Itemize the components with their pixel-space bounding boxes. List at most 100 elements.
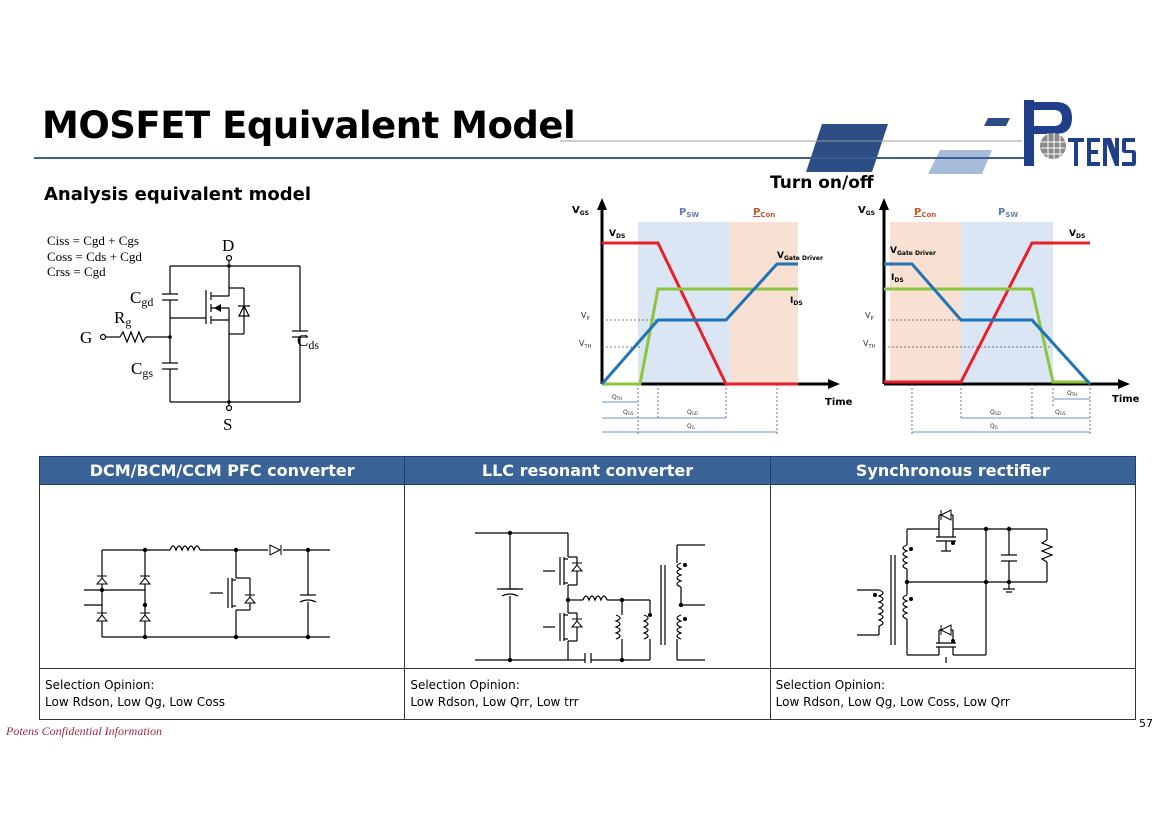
header-decoration bbox=[560, 118, 1022, 174]
qth-label-off: Q bbox=[1067, 390, 1072, 397]
vgate-label: V bbox=[777, 251, 784, 261]
region-psw-off bbox=[961, 222, 1053, 384]
vth-sub: TH bbox=[583, 344, 591, 350]
region-psw-sub: SW bbox=[686, 211, 699, 219]
region-psw-label: P bbox=[679, 207, 686, 218]
llc-converter-schematic bbox=[475, 530, 706, 667]
label-rg: R bbox=[114, 308, 126, 327]
vp-label: V bbox=[581, 311, 587, 320]
sr-opinion-label: Selection Opinion: bbox=[775, 678, 886, 692]
region-psw-label-off: P bbox=[998, 207, 1005, 218]
label-gate: G bbox=[80, 328, 92, 347]
vds-label: V bbox=[609, 229, 616, 239]
vth-label-off: V bbox=[863, 339, 869, 348]
header-pfc: DCM/BCM/CCM PFC converter bbox=[38, 456, 406, 485]
qth-label: Q bbox=[612, 394, 617, 401]
pfc-schematic-cell bbox=[38, 484, 406, 669]
synchronous-rectifier-schematic bbox=[856, 509, 1054, 668]
llc-opinion-cell: Selection Opinion: Low Rdson, Low Qrr, L… bbox=[404, 668, 771, 720]
svg-text:PSW: PSW bbox=[679, 207, 699, 219]
svg-text:VDS: VDS bbox=[1069, 229, 1085, 240]
svg-text:VGate Driver: VGate Driver bbox=[890, 246, 936, 257]
svg-text:IDS: IDS bbox=[790, 296, 803, 307]
svg-text:Cgd: Cgd bbox=[130, 288, 153, 309]
section-subheading: Analysis equivalent model bbox=[44, 184, 312, 205]
sr-opinion-text: Low Rdson, Low Qg, Low Coss, Low Qrr bbox=[775, 695, 1010, 709]
svg-text:QG: QG bbox=[990, 423, 998, 430]
axis-vgs-label-off: V bbox=[858, 205, 866, 216]
qgs-sub-off: GS bbox=[1060, 411, 1066, 416]
page-title: MOSFET Equivalent Model bbox=[42, 104, 576, 147]
svg-text:VDS: VDS bbox=[609, 229, 625, 240]
vds-sub: DS bbox=[616, 233, 625, 240]
vp-label-off: V bbox=[865, 311, 871, 320]
svg-text:PSW: PSW bbox=[998, 207, 1018, 219]
qg-sub: G bbox=[692, 425, 695, 430]
title-divider bbox=[34, 157, 1024, 159]
ids-curve bbox=[602, 287, 798, 386]
pfc-opinion-text: Low Rdson, Low Qg, Low Coss bbox=[45, 695, 226, 709]
pfc-converter-schematic bbox=[84, 544, 330, 640]
label-cgd-sub: gd bbox=[141, 295, 153, 309]
qth-sub-off: TH bbox=[1071, 392, 1077, 397]
svg-text:QG: QG bbox=[687, 423, 695, 430]
svg-text:VTH: VTH bbox=[579, 339, 592, 350]
header-llc: LLC resonant converter bbox=[404, 456, 771, 485]
ids-sub-off: DS bbox=[894, 277, 903, 284]
page-number: 57 bbox=[1139, 717, 1153, 730]
table-header-row: DCM/BCM/CCM PFC converter LLC resonant c… bbox=[38, 456, 1137, 485]
vds-label-off: V bbox=[1069, 229, 1076, 239]
vth-label: V bbox=[579, 339, 585, 348]
qth-sub: TH bbox=[616, 396, 622, 401]
label-drain: D bbox=[222, 236, 234, 255]
ids-label-off: I bbox=[891, 273, 894, 283]
vgs-curve bbox=[600, 262, 798, 385]
vgate-sub-off: Gate Driver bbox=[897, 250, 936, 257]
region-pcon-off bbox=[890, 222, 961, 384]
region-pcon-sub-off: Con bbox=[921, 211, 936, 219]
mosfet-equivalent-circuit: D S G Cgd Rg Cgs Cds bbox=[80, 236, 319, 434]
svg-text:VGS: VGS bbox=[572, 205, 589, 217]
label-cds-sub: ds bbox=[308, 338, 319, 352]
table-schematic-row bbox=[38, 484, 1137, 669]
svg-text:Rg: Rg bbox=[114, 308, 131, 329]
svg-text:QGD: QGD bbox=[990, 409, 1001, 416]
vds-curve bbox=[602, 241, 798, 386]
label-cgs: C bbox=[131, 359, 142, 378]
svg-text:VP: VP bbox=[865, 311, 874, 322]
time-label-off: Time bbox=[1112, 394, 1140, 405]
vgate-label-off: V bbox=[890, 246, 897, 256]
svg-text:VGate Driver: VGate Driver bbox=[777, 251, 823, 262]
qgs-sub: GS bbox=[628, 411, 634, 416]
label-cgs-sub: gs bbox=[142, 366, 153, 380]
sr-schematic-cell bbox=[769, 484, 1137, 669]
ids-sub: DS bbox=[793, 300, 802, 307]
vds-curve-off bbox=[884, 241, 1090, 384]
table-opinion-row: Selection Opinion: Low Rdson, Low Qg, Lo… bbox=[38, 668, 1137, 720]
label-rg-sub: g bbox=[125, 315, 131, 329]
turn-on-off-heading: Turn on/off bbox=[770, 173, 874, 193]
svg-text:QGD: QGD bbox=[687, 409, 698, 416]
svg-text:PCon: PCon bbox=[914, 207, 936, 219]
svg-text:QGS: QGS bbox=[623, 409, 634, 416]
formula-coss: Coss = Cds + Cgd bbox=[47, 248, 142, 264]
label-cgd: C bbox=[130, 288, 141, 307]
ids-curve-off bbox=[884, 287, 1090, 384]
svg-text:VGS: VGS bbox=[858, 205, 875, 217]
label-source: S bbox=[223, 415, 232, 434]
capacitance-formulas: Ciss = Cgd + Cgs Coss = Cds + Cgd Crss =… bbox=[47, 233, 142, 280]
region-pcon-sub: Con bbox=[760, 211, 775, 219]
vgate-sub: Gate Driver bbox=[784, 255, 823, 262]
qgd-sub: GD bbox=[692, 411, 698, 416]
svg-text:QTH: QTH bbox=[612, 394, 622, 401]
axis-vgs-sub: GS bbox=[580, 210, 589, 217]
region-psw-sub-off: SW bbox=[1005, 211, 1018, 219]
svg-text:PCon: PCon bbox=[753, 207, 775, 219]
pfc-opinion-cell: Selection Opinion: Low Rdson, Low Qg, Lo… bbox=[38, 668, 406, 720]
vth-sub-off: TH bbox=[867, 344, 875, 350]
region-pcon-label-off: P bbox=[914, 207, 921, 218]
svg-text:Cds: Cds bbox=[297, 331, 319, 352]
time-label: Time bbox=[825, 397, 853, 408]
svg-text:QTH: QTH bbox=[1067, 390, 1077, 397]
axis-vgs-label: V bbox=[572, 205, 580, 216]
